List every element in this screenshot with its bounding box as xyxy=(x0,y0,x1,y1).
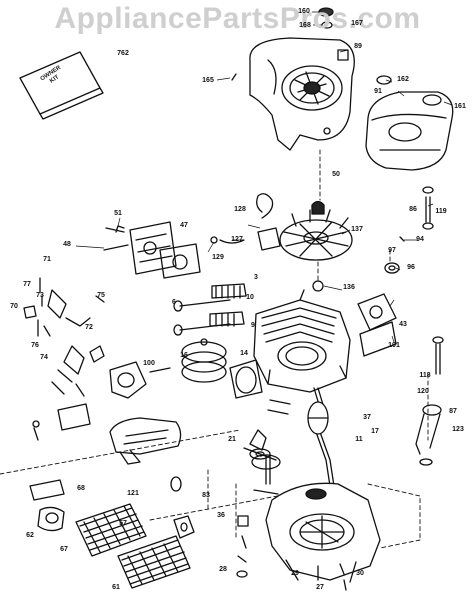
callout-71: 71 xyxy=(43,256,51,263)
crankshaft xyxy=(307,387,335,487)
callout-167: 167 xyxy=(351,20,363,27)
callout-72: 72 xyxy=(85,324,93,331)
owner-kit-booklet xyxy=(19,51,104,120)
air-filter-element xyxy=(75,503,147,557)
callout-48: 48 xyxy=(63,241,71,248)
callout-3: 3 xyxy=(254,274,258,281)
callout-137: 137 xyxy=(351,226,363,233)
callout-51: 51 xyxy=(114,210,122,217)
callout-30: 30 xyxy=(356,570,364,577)
callout-161: 161 xyxy=(454,103,466,110)
camshaft xyxy=(251,454,281,495)
callout-37: 37 xyxy=(363,414,371,421)
callout-57: 57 xyxy=(119,520,127,527)
leader-lines xyxy=(75,11,453,343)
heat-shield xyxy=(109,417,182,465)
assembly-guide-lines xyxy=(0,149,429,549)
bottom-hardware xyxy=(236,515,347,591)
callout-9: 9 xyxy=(251,322,255,329)
callout-47: 47 xyxy=(180,222,188,229)
callout-28: 28 xyxy=(219,566,227,573)
callout-168: 168 xyxy=(299,22,311,29)
callout-67: 67 xyxy=(60,546,68,553)
valve-assembly xyxy=(173,283,247,346)
callout-50: 50 xyxy=(332,171,340,178)
connecting-rod xyxy=(243,399,291,461)
callout-89: 89 xyxy=(354,43,362,50)
callout-762: 762 xyxy=(117,50,129,57)
callout-119: 119 xyxy=(435,208,447,215)
ignition-coil xyxy=(210,193,281,251)
callout-29: 29 xyxy=(291,570,299,577)
callout-121: 121 xyxy=(127,490,139,497)
callout-11: 11 xyxy=(355,436,363,443)
cylinder-head xyxy=(103,221,177,275)
callout-43: 43 xyxy=(399,321,407,328)
head-gasket xyxy=(159,243,201,279)
callout-61: 61 xyxy=(112,584,120,591)
callout-123: 123 xyxy=(452,426,464,433)
callout-73: 73 xyxy=(36,292,44,299)
callout-101: 101 xyxy=(388,342,400,349)
callout-14: 14 xyxy=(240,350,248,357)
callout-120: 120 xyxy=(417,388,429,395)
air-filter-cover xyxy=(29,479,65,532)
callout-87: 87 xyxy=(449,408,457,415)
cylinder-block xyxy=(253,289,351,393)
callout-86: 86 xyxy=(409,206,417,213)
control-bracket xyxy=(32,403,91,441)
callout-74: 74 xyxy=(40,354,48,361)
governor-linkage xyxy=(23,277,105,337)
callout-6: 6 xyxy=(172,299,176,306)
callout-70: 70 xyxy=(10,303,18,310)
callout-97: 97 xyxy=(388,247,396,254)
carburetor xyxy=(51,345,171,399)
callout-94: 94 xyxy=(416,236,424,243)
callout-83: 83 xyxy=(202,492,210,499)
callout-17: 17 xyxy=(371,428,379,435)
flywheel-hardware xyxy=(312,236,405,292)
air-filter-element-2 xyxy=(117,535,191,589)
blower-housing xyxy=(249,37,355,151)
callout-160: 160 xyxy=(298,8,310,15)
callout-100: 100 xyxy=(143,360,155,367)
flywheel xyxy=(279,200,353,261)
callout-96: 96 xyxy=(407,264,415,271)
callout-128: 128 xyxy=(234,206,246,213)
callout-27: 27 xyxy=(316,584,324,591)
callout-10: 10 xyxy=(246,294,254,301)
oil-seal xyxy=(170,476,195,539)
callout-127: 127 xyxy=(231,236,243,243)
fuel-line xyxy=(422,186,434,230)
callout-76: 76 xyxy=(31,342,39,349)
engine-sump xyxy=(265,482,381,583)
oil-fill-tube xyxy=(415,336,444,466)
callout-68: 68 xyxy=(77,485,85,492)
callout-136: 136 xyxy=(343,284,355,291)
callout-75: 75 xyxy=(97,292,105,299)
callout-165: 165 xyxy=(202,77,214,84)
callout-62: 62 xyxy=(26,532,34,539)
callout-21: 21 xyxy=(228,436,236,443)
breather-cover xyxy=(357,293,397,357)
fuel-tank xyxy=(365,75,454,171)
callout-36: 36 xyxy=(217,512,225,519)
callout-91: 91 xyxy=(374,88,382,95)
callout-118: 118 xyxy=(419,372,431,379)
callout-77: 77 xyxy=(23,281,31,288)
piston-assembly xyxy=(181,341,263,399)
callout-162: 162 xyxy=(397,76,409,83)
callout-129: 129 xyxy=(212,254,224,261)
callout-16: 16 xyxy=(180,352,188,359)
